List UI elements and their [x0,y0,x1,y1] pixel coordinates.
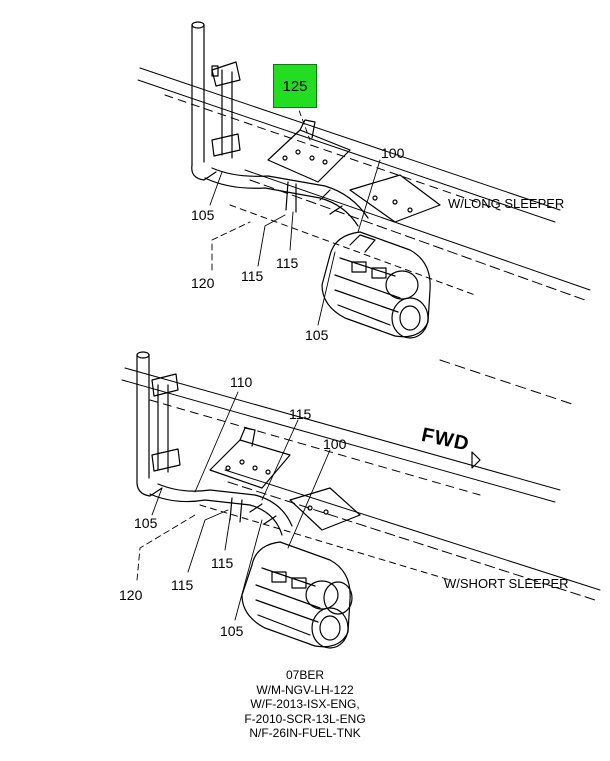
top-exhaust-stack [191,21,241,181]
bottom-frame-rails [121,359,601,601]
note-line-1: 07BER [285,668,325,682]
note-line-2: W/M-NGV-LH-122 [256,682,354,697]
callout-top-105-upper[interactable]: 105 [191,207,215,223]
callout-top-115-right[interactable]: 115 [276,255,299,271]
callout-bottom-105-lower[interactable]: 105 [220,623,244,639]
top-frame-rails [137,67,591,301]
top-aftertreatment-module [321,231,431,339]
bottom-exhaust-pipe [149,483,293,536]
callout-top-105-lower[interactable]: 105 [305,327,329,343]
highlighted-part-callout[interactable]: 125 [273,64,317,108]
bottom-mounting-bracket [209,427,361,531]
long-sleeper-label: W/LONG SLEEPER [448,196,565,211]
bottom-aftertreatment-module [241,541,353,649]
bottom-leader-lines [136,391,331,621]
note-line-4: F-2010-SCR-13L-ENG [244,711,366,726]
applicability-notes: 07BER W/M-NGV-LH-122 W/F-2013-ISX-ENG, F… [200,668,410,741]
top-mounting-bracket [267,119,441,223]
callout-top-100[interactable]: 100 [381,145,405,161]
note-line-3: W/F-2013-ISX-ENG, [250,697,360,711]
note-line-5: N/F-26IN-FUEL-TNK [249,726,361,740]
callout-bottom-105-upper[interactable]: 105 [134,515,158,531]
callout-bottom-115-upper[interactable]: 115 [289,406,312,422]
callout-bottom-115-lower[interactable]: 115 [171,577,194,593]
top-assembly-drawing [137,21,591,339]
bottom-assembly-drawing [121,351,601,649]
top-exhaust-pipe [204,167,369,227]
callout-bottom-100[interactable]: 100 [323,436,347,452]
bottom-exhaust-stack [136,351,181,497]
callout-bottom-115-middle[interactable]: 115 [211,555,234,571]
callout-top-120[interactable]: 120 [191,275,215,291]
fwd-arrow-icon [471,451,481,469]
top-leader-lines [209,93,381,326]
callout-bottom-120[interactable]: 120 [119,587,143,603]
short-sleeper-label: W/SHORT SLEEPER [444,576,569,591]
callout-bottom-110[interactable]: 110 [230,374,253,390]
callout-top-115-left[interactable]: 115 [241,268,264,284]
